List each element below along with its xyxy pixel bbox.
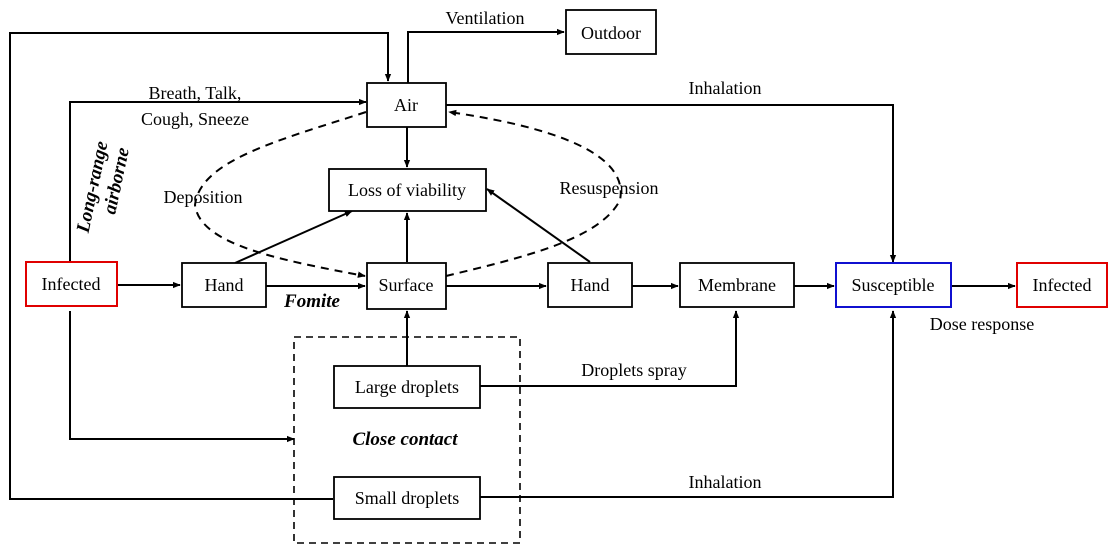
node-small-droplets-label: Small droplets bbox=[355, 488, 460, 508]
edge-air-to-outdoor bbox=[407, 28, 565, 83]
edge-air-to-susceptible bbox=[446, 104, 897, 263]
node-infected-target-label: Infected bbox=[1033, 275, 1092, 295]
node-infected-target: Infected bbox=[1016, 262, 1108, 308]
edge-small-droplets-to-susceptible bbox=[480, 310, 897, 498]
node-susceptible: Susceptible bbox=[835, 262, 952, 308]
node-hand-left: Hand bbox=[181, 262, 267, 308]
edge-infected-to-air bbox=[69, 98, 367, 262]
node-infected-source-label: Infected bbox=[42, 274, 101, 294]
node-susceptible-label: Susceptible bbox=[852, 275, 935, 295]
node-outdoor-label: Outdoor bbox=[581, 23, 641, 43]
close-contact-group bbox=[293, 336, 521, 544]
edge-infected-to-close-contact bbox=[69, 311, 295, 443]
node-loss-of-viability: Loss of viability bbox=[328, 168, 487, 212]
node-membrane-label: Membrane bbox=[698, 275, 776, 295]
edge-resuspension bbox=[445, 109, 622, 277]
edge-small-droplets-to-air bbox=[9, 32, 392, 500]
node-surface: Surface bbox=[366, 262, 447, 310]
node-membrane: Membrane bbox=[679, 262, 795, 308]
label-ventilation: Ventilation bbox=[446, 8, 525, 28]
label-deposition: Deposition bbox=[164, 187, 243, 207]
node-small-droplets: Small droplets bbox=[333, 476, 481, 520]
node-air: Air bbox=[366, 82, 447, 128]
label-resuspension: Resuspension bbox=[560, 178, 659, 198]
node-hand-right: Hand bbox=[547, 262, 633, 308]
label-dose-response: Dose response bbox=[930, 314, 1034, 334]
node-outdoor: Outdoor bbox=[565, 9, 657, 55]
edge-hand-right-to-loss bbox=[486, 188, 591, 263]
edge-deposition bbox=[193, 111, 367, 278]
label-inhalation-bottom: Inhalation bbox=[689, 472, 762, 492]
edge-large-droplets-to-membrane bbox=[480, 310, 740, 387]
node-large-droplets: Large droplets bbox=[333, 365, 481, 409]
label-cough-sneeze: Cough, Sneeze bbox=[141, 109, 249, 129]
label-inhalation-top: Inhalation bbox=[689, 78, 762, 98]
node-loss-of-viability-label: Loss of viability bbox=[348, 180, 466, 200]
node-hand-left-label: Hand bbox=[205, 275, 244, 295]
node-surface-label: Surface bbox=[379, 275, 434, 295]
label-breath-talk: Breath, Talk, bbox=[149, 83, 242, 103]
node-air-label: Air bbox=[394, 95, 418, 115]
node-hand-right-label: Hand bbox=[571, 275, 610, 295]
edge-hand-to-loss bbox=[234, 210, 353, 264]
node-infected-source: Infected bbox=[25, 261, 118, 307]
label-droplets-spray: Droplets spray bbox=[581, 360, 686, 380]
label-close-contact: Close contact bbox=[352, 429, 458, 450]
node-large-droplets-label: Large droplets bbox=[355, 377, 459, 397]
label-fomite: Fomite bbox=[283, 291, 341, 312]
